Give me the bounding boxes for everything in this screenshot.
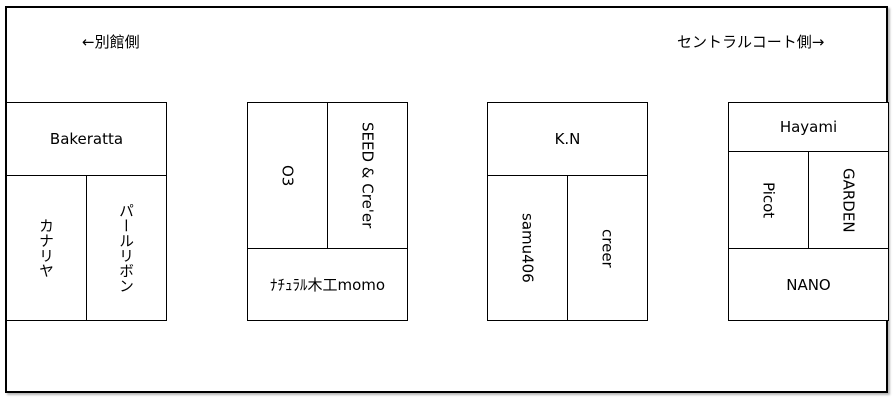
- booth-o3: O3: [247, 102, 328, 249]
- booth-kanariya: カナリヤ: [6, 175, 87, 321]
- booth-samu406: samu406: [487, 175, 568, 321]
- booth-garden: GARDEN: [808, 151, 889, 249]
- booth-label: GARDEN: [839, 167, 858, 233]
- booth-label: creer: [598, 228, 617, 268]
- booth-nano: NANO: [728, 248, 889, 321]
- booth-creer: creer: [567, 175, 648, 321]
- booth-hayami: Hayami: [728, 102, 889, 152]
- booth-label: カナリヤ: [37, 218, 55, 278]
- booth-natural-mokko-momo: ﾅﾁｭﾗﾙ木工momo: [247, 248, 408, 321]
- booth-kn: K.N: [487, 102, 648, 176]
- booth-label: NANO: [786, 275, 831, 294]
- right-direction-label: セントラルコート側→: [677, 33, 825, 51]
- booth-seed-creer: SEED & Cre'er: [327, 102, 408, 249]
- booth-label: O3: [278, 164, 297, 187]
- left-direction-label: ←別館側: [82, 33, 140, 51]
- booth-pearl-ribbon: パールリボン: [86, 175, 167, 321]
- booth-label: K.N: [554, 130, 581, 148]
- booth-picot: Picot: [728, 151, 809, 249]
- booth-label: ﾅﾁｭﾗﾙ木工momo: [269, 276, 386, 294]
- booth-label: Bakeratta: [49, 130, 124, 148]
- booth-label: パールリボン: [117, 203, 135, 293]
- booth-label: Hayami: [779, 118, 838, 136]
- booth-bakeratta: Bakeratta: [6, 102, 167, 176]
- booth-label: samu406: [518, 213, 537, 283]
- booth-label: Picot: [759, 181, 778, 219]
- booth-label: SEED & Cre'er: [358, 122, 377, 229]
